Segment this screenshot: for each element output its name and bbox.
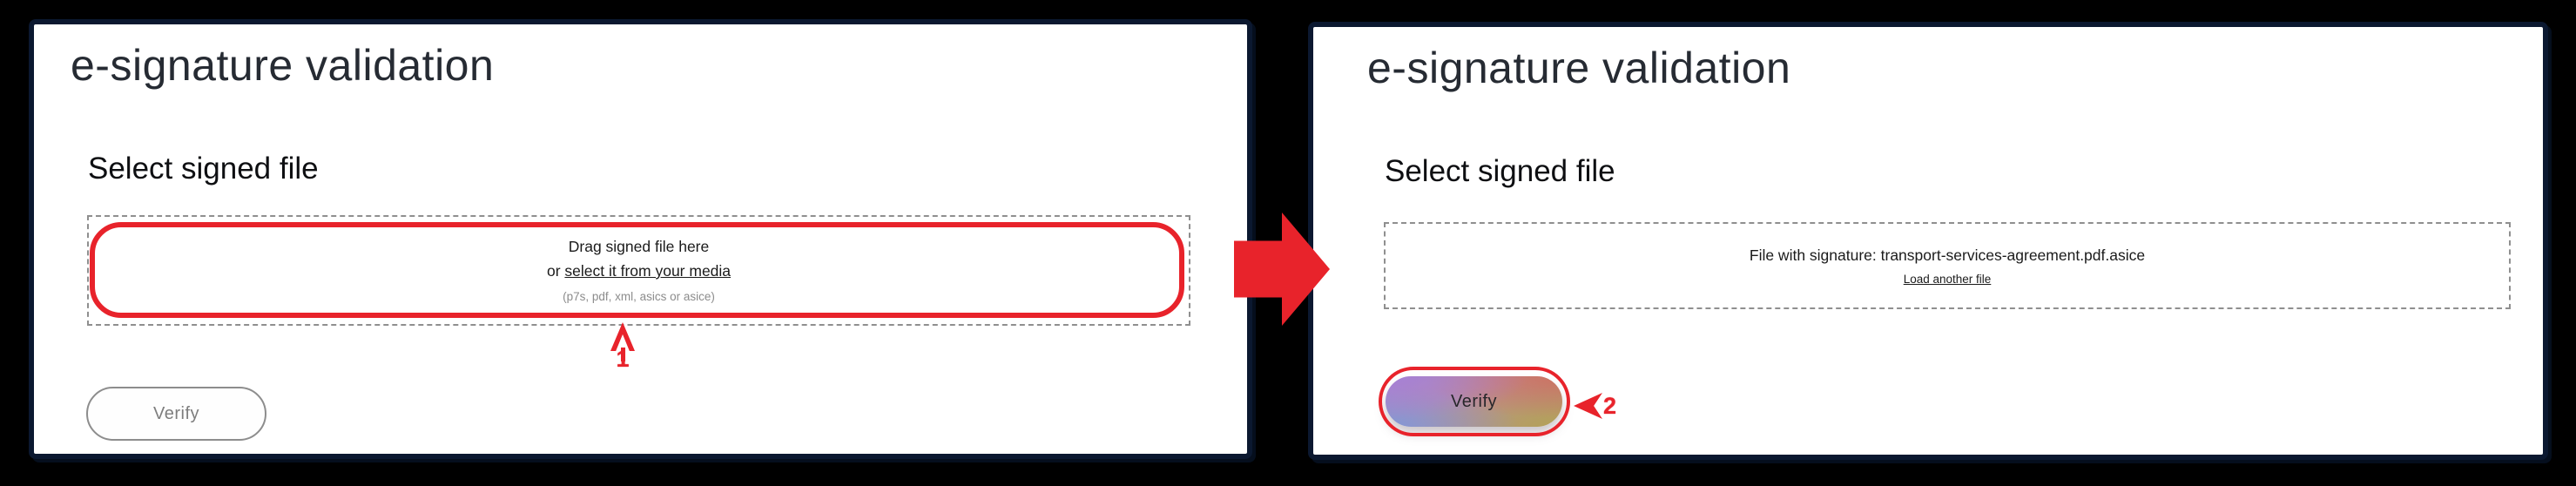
verify-button[interactable]: Verify [86,387,266,441]
annotation-step-1: 1 [607,322,638,371]
page-title: e-signature validation [71,41,495,90]
verify-button[interactable]: Verify [1386,376,1562,427]
load-another-file-link[interactable]: Load another file [1903,272,1992,286]
file-dropzone[interactable]: Drag signed file here or select it from … [87,215,1190,326]
arrow-left-icon [1574,393,1602,419]
page-title: e-signature validation [1367,44,1791,92]
dropzone-filetypes-hint: (p7s, pdf, xml, asics or asice) [563,290,715,303]
section-heading: Select signed file [1385,154,1615,188]
dropzone-instruction-line2: or select it from your media [547,262,731,280]
dropzone-instruction-line1: Drag signed file here [568,238,710,255]
step-1-label: 1 [616,346,630,372]
panel-after: e-signature validation Select signed fil… [1308,22,2548,460]
file-with-signature-label: File with signature: transport-services-… [1749,246,2146,264]
arrow-up-stem [620,348,625,361]
section-heading: Select signed file [88,152,319,186]
file-dropzone-loaded[interactable]: File with signature: transport-services-… [1384,222,2511,309]
step-2-label: 2 [1603,392,1617,419]
panel-before: e-signature validation Select signed fil… [29,19,1252,459]
dropzone-line2-prefix: or [546,262,565,280]
select-from-media-link[interactable]: select it from your media [564,262,732,280]
annotation-step-2: 2 [1574,393,1616,419]
